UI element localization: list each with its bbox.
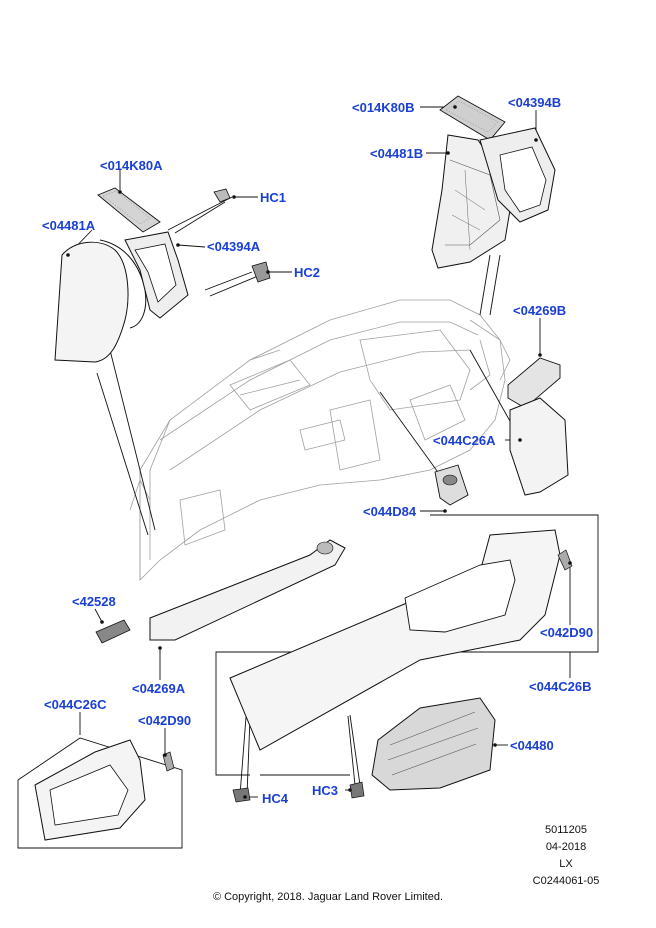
part-HC3-clip xyxy=(349,781,365,799)
part-04481A xyxy=(54,239,147,363)
part-04269A xyxy=(149,539,346,641)
callout-HC2[interactable]: HC2 xyxy=(294,265,321,280)
doc-model: LX xyxy=(559,858,573,870)
part-044D84 xyxy=(434,464,469,506)
callout-HC1[interactable]: HC1 xyxy=(260,190,287,205)
part-HC1-clip xyxy=(213,188,231,203)
part-044C26C xyxy=(34,739,146,841)
part-04394B xyxy=(479,127,556,223)
part-42528 xyxy=(95,619,131,644)
dashboard-ghost xyxy=(129,299,511,581)
callout-04394A[interactable]: <04394A xyxy=(207,239,261,254)
callout-044D84[interactable]: <044D84 xyxy=(363,504,417,519)
callout-04269A[interactable]: <04269A xyxy=(132,681,186,696)
part-044C26B xyxy=(229,529,561,751)
callout-04480[interactable]: <04480 xyxy=(510,738,554,753)
leader-dots xyxy=(66,105,572,799)
callout-042D90-right[interactable]: <042D90 xyxy=(540,625,594,640)
callout-042D90-left[interactable]: <042D90 xyxy=(138,713,192,728)
doc-date: 04-2018 xyxy=(545,841,587,853)
doc-number: 5011205 xyxy=(544,824,587,836)
callout-HC4[interactable]: HC4 xyxy=(262,791,289,806)
leader-lines xyxy=(67,106,571,798)
callout-04394B[interactable]: <04394B xyxy=(508,95,562,110)
part-014K80A xyxy=(97,187,161,233)
callout-04481A[interactable]: <04481A xyxy=(42,218,96,233)
callout-04269B[interactable]: <04269B xyxy=(513,303,567,318)
callout-044C26A[interactable]: <044C26A xyxy=(433,433,496,448)
part-04394A xyxy=(124,231,189,319)
part-HC2-clip xyxy=(251,261,271,283)
callout-014K80A[interactable]: <014K80A xyxy=(100,158,163,173)
doc-reference: C0244061-05 xyxy=(532,875,600,887)
callout-014K80B[interactable]: <014K80B xyxy=(352,100,415,115)
copyright-notice: © Copyright, 2018. Jaguar Land Rover Lim… xyxy=(212,891,444,903)
part-04269B xyxy=(507,357,561,409)
callout-42528[interactable]: <42528 xyxy=(72,594,116,609)
part-04480-instrument-cluster xyxy=(371,697,496,791)
part-042D90-a xyxy=(557,549,573,571)
part-044C26A xyxy=(509,397,569,496)
callout-04481B[interactable]: <04481B xyxy=(370,146,424,161)
callout-044C26B[interactable]: <044C26B xyxy=(529,679,592,694)
part-042D90-b xyxy=(162,751,175,772)
part-HC4-clip xyxy=(232,787,251,803)
callout-044C26C[interactable]: <044C26C xyxy=(44,697,107,712)
callout-HC3[interactable]: HC3 xyxy=(312,783,339,798)
part-014K80B xyxy=(439,95,506,141)
